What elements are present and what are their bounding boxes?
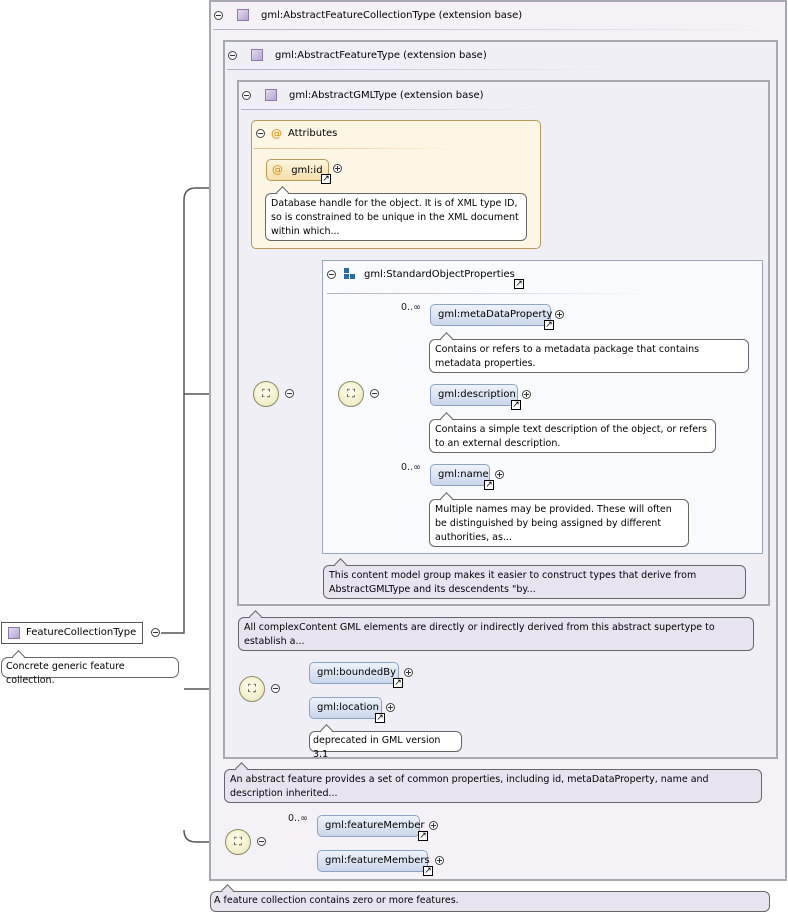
- attributes-title: Attributes: [288, 128, 338, 139]
- element-featuremembers[interactable]: gml:featureMembers: [317, 850, 430, 872]
- occurrence-label: 0..∞: [401, 462, 421, 473]
- complex-type-icon: [251, 49, 263, 61]
- jump-arrow-icon[interactable]: ↗: [511, 400, 521, 410]
- element-featuremember[interactable]: gml:featureMember: [317, 815, 424, 837]
- expand-icon[interactable]: [555, 310, 564, 319]
- element-doc: Contains or refers to a metadata package…: [429, 339, 749, 373]
- root-type-label: FeatureCollectionType: [26, 627, 137, 638]
- expand-icon[interactable]: [495, 470, 504, 479]
- jump-arrow-icon[interactable]: ↗: [375, 713, 385, 723]
- occurrence-label: 0..∞: [288, 813, 308, 824]
- group-doc: This content model group makes it easier…: [323, 565, 746, 599]
- collapse-icon[interactable]: [228, 50, 237, 60]
- collapse-icon[interactable]: [256, 129, 265, 138]
- element-doc: Contains a simple text description of th…: [429, 419, 716, 453]
- expand-icon[interactable]: [435, 856, 444, 865]
- collapse-icon[interactable]: [327, 269, 336, 279]
- attribute-id-doc: Database handle for the object. It is of…: [265, 193, 527, 241]
- element-location[interactable]: gml:location: [309, 697, 382, 719]
- expand-icon[interactable]: [386, 703, 395, 712]
- attributes-header: @ Attributes: [256, 127, 337, 140]
- attribute-gml-id[interactable]: @ gml:id: [266, 159, 329, 181]
- extension-doc: A feature collection contains zero or mo…: [210, 891, 770, 912]
- group-header: gml:StandardObjectProperties: [327, 268, 515, 280]
- complex-type-icon: [237, 9, 249, 21]
- root-doc: Concrete generic feature collection.: [1, 657, 179, 686]
- element-boundedby[interactable]: gml:boundedBy: [309, 662, 399, 684]
- complex-type-icon: [265, 89, 277, 101]
- jump-arrow-icon[interactable]: ↗: [321, 174, 331, 184]
- expand-icon[interactable]: [333, 164, 342, 173]
- group-title: gml:StandardObjectProperties: [364, 268, 515, 280]
- sequence-icon[interactable]: ⛶: [253, 381, 279, 407]
- extension-title: gml:AbstractFeatureType (extension base): [275, 49, 487, 61]
- jump-arrow-icon[interactable]: ↗: [418, 831, 428, 841]
- jump-arrow-icon[interactable]: ↗: [484, 480, 494, 490]
- jump-arrow-icon[interactable]: ↗: [423, 866, 433, 876]
- expand-icon[interactable]: [522, 390, 531, 399]
- extension-title: gml:AbstractGMLType (extension base): [289, 89, 484, 101]
- extension-header: gml:AbstractGMLType (extension base): [239, 82, 484, 108]
- attribute-icon: @: [272, 163, 283, 176]
- root-type[interactable]: FeatureCollectionType: [1, 622, 144, 644]
- element-name[interactable]: gml:name: [430, 464, 490, 486]
- collapse-icon[interactable]: [271, 684, 280, 693]
- jump-arrow-icon[interactable]: ↗: [393, 678, 403, 688]
- element-doc: deprecated in GML version 3.1: [309, 731, 462, 760]
- attribute-label: gml:id: [291, 165, 323, 176]
- collapse-root-icon[interactable]: [151, 628, 160, 637]
- sequence-icon[interactable]: ⛶: [239, 676, 265, 702]
- collapse-icon[interactable]: [242, 90, 251, 100]
- element-description[interactable]: gml:description: [430, 384, 518, 406]
- sequence-icon[interactable]: ⛶: [338, 381, 364, 407]
- jump-arrow-icon[interactable]: ↗: [514, 279, 524, 289]
- occurrence-label: 0..∞: [401, 302, 421, 313]
- sequence-icon[interactable]: ⛶: [225, 829, 251, 855]
- group-icon: [344, 268, 356, 280]
- extension-header: gml:AbstractFeatureCollectionType (exten…: [211, 2, 522, 28]
- attribute-icon: @: [271, 127, 282, 140]
- complex-type-icon: [8, 627, 20, 639]
- collapse-icon[interactable]: [285, 389, 294, 398]
- extension-doc: All complexContent GML elements are dire…: [238, 617, 754, 651]
- element-doc: Multiple names may be provided. These wi…: [429, 499, 689, 547]
- expand-icon[interactable]: [404, 668, 413, 677]
- collapse-icon[interactable]: [370, 389, 379, 398]
- jump-arrow-icon[interactable]: ↗: [544, 320, 554, 330]
- expand-icon[interactable]: [429, 821, 438, 830]
- collapse-icon[interactable]: [257, 837, 266, 846]
- extension-header: gml:AbstractFeatureType (extension base): [225, 42, 487, 68]
- collapse-icon[interactable]: [214, 10, 223, 20]
- extension-doc: An abstract feature provides a set of co…: [224, 769, 762, 803]
- extension-title: gml:AbstractFeatureCollectionType (exten…: [261, 9, 523, 21]
- element-metadataproperty[interactable]: gml:metaDataProperty: [430, 304, 552, 326]
